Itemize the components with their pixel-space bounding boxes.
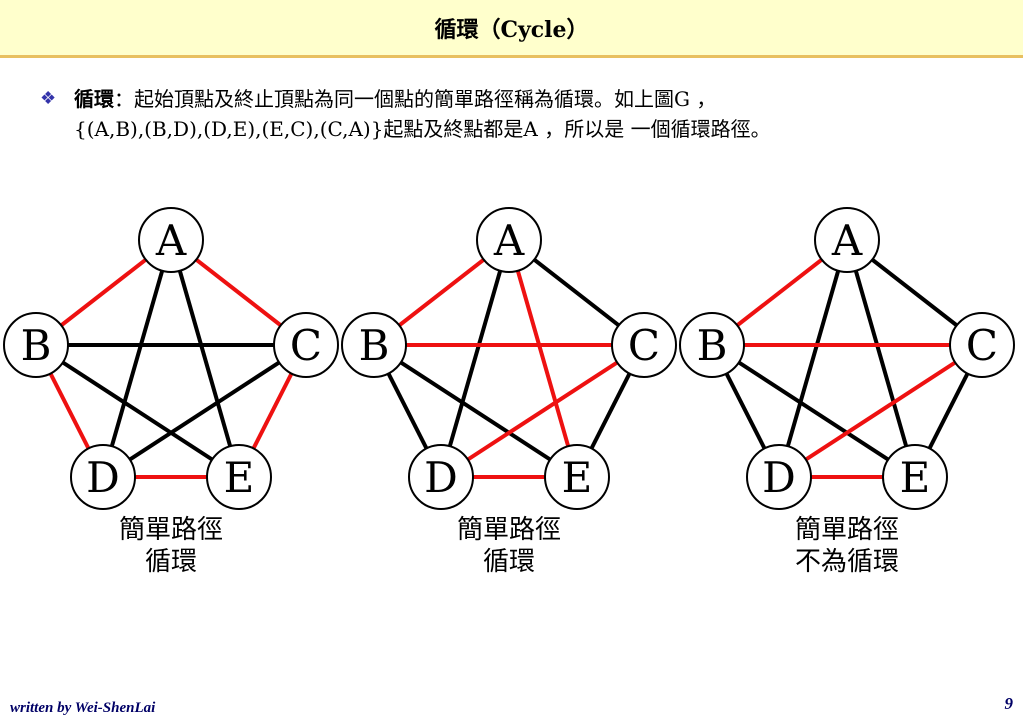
bullet-text-line2: {(A,B),(B,D),(D,E),(E,C),(C,A)}起點及終點都是A … bbox=[74, 117, 771, 141]
graph-caption-line: 簡單路徑 bbox=[119, 515, 223, 545]
node-B bbox=[679, 312, 745, 378]
node-D bbox=[70, 444, 136, 510]
node-label-A: A bbox=[831, 216, 863, 265]
bullet-paragraph: ❖ 循環：起始頂點及終止頂點為同一個點的簡單路徑稱為循環。如上圖G ， {(A,… bbox=[40, 84, 1000, 144]
black-edge-A-D bbox=[101, 239, 173, 478]
footer-author: written by Wei-ShenLai bbox=[10, 700, 156, 716]
node-label-C: C bbox=[290, 321, 322, 370]
node-label-B: B bbox=[359, 321, 390, 370]
node-label-A: A bbox=[155, 216, 187, 265]
node-D bbox=[746, 444, 812, 510]
node-E bbox=[882, 444, 948, 510]
diamond-bullet-icon: ❖ bbox=[40, 88, 57, 109]
node-label-B: B bbox=[21, 321, 52, 370]
node-B bbox=[3, 312, 69, 378]
black-edge-A-D bbox=[777, 239, 849, 478]
graph-caption-line: 簡單路徑 bbox=[457, 515, 561, 545]
node-C bbox=[273, 312, 339, 378]
node-label-C: C bbox=[628, 321, 660, 370]
black-edge-B-E bbox=[710, 343, 917, 479]
node-label-E: E bbox=[900, 453, 931, 502]
red-edge-A-E bbox=[507, 239, 579, 478]
black-edge-B-E bbox=[372, 343, 579, 479]
node-E bbox=[206, 444, 272, 510]
node-A bbox=[814, 207, 880, 273]
node-D bbox=[408, 444, 474, 510]
black-edge-A-D bbox=[439, 239, 511, 478]
node-label-D: D bbox=[86, 453, 120, 502]
graph-caption-line: 循環 bbox=[483, 547, 535, 577]
graph-caption-line: 循環 bbox=[145, 547, 197, 577]
node-A bbox=[476, 207, 542, 273]
black-edge-C-D bbox=[101, 343, 308, 479]
node-label-A: A bbox=[493, 216, 525, 265]
node-label-C: C bbox=[966, 321, 998, 370]
node-label-E: E bbox=[224, 453, 255, 502]
page-number: 9 bbox=[1004, 694, 1014, 713]
node-C bbox=[611, 312, 677, 378]
bullet-term: 循環 bbox=[74, 87, 114, 111]
black-edge-A-E bbox=[845, 239, 917, 478]
bullet-text-line1: ：起始頂點及終止頂點為同一個點的簡單路徑稱為循環。如上圖G ， bbox=[114, 87, 717, 111]
graph-caption-line: 簡單路徑 bbox=[795, 515, 899, 545]
node-B bbox=[341, 312, 407, 378]
slide-title: 循環（Cycle） bbox=[434, 16, 589, 43]
node-label-D: D bbox=[762, 453, 796, 502]
node-label-E: E bbox=[562, 453, 593, 502]
black-edge-B-E bbox=[34, 343, 241, 479]
node-label-B: B bbox=[697, 321, 728, 370]
red-edge-C-D bbox=[439, 343, 646, 479]
node-C bbox=[949, 312, 1015, 378]
black-edge-A-E bbox=[169, 239, 241, 478]
node-label-D: D bbox=[424, 453, 458, 502]
node-A bbox=[138, 207, 204, 273]
title-bar: 循環（Cycle） bbox=[0, 0, 1023, 58]
graph-caption-line: 不為循環 bbox=[795, 547, 899, 577]
bullet-body: 循環：起始頂點及終止頂點為同一個點的簡單路徑稱為循環。如上圖G ， {(A,B)… bbox=[74, 84, 1000, 144]
node-E bbox=[544, 444, 610, 510]
red-edge-C-D bbox=[777, 343, 984, 479]
bullet-line-1: 循環：起始頂點及終止頂點為同一個點的簡單路徑稱為循環。如上圖G ， bbox=[74, 84, 1000, 114]
